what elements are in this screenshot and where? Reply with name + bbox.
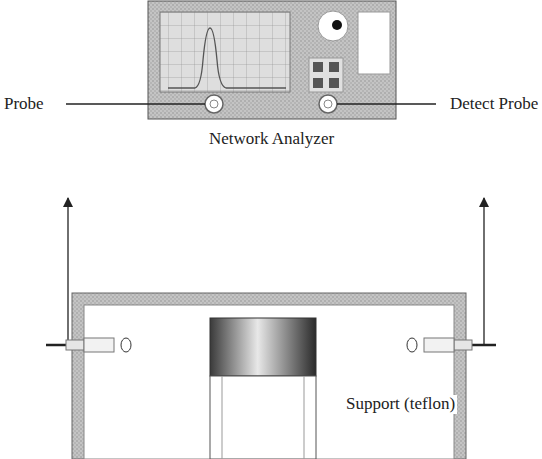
probe-connectors [46,338,496,352]
cavity [72,293,466,459]
instrument-node: Network Analyzer [148,0,396,160]
part-label: Detect Probe [448,95,540,114]
part-label: Probe [2,95,46,114]
network-analyzer [148,1,396,119]
instrument-label: Network Analyzer [209,130,334,149]
part-label: Support (teflon) [344,395,457,414]
teflon-support [210,376,316,459]
